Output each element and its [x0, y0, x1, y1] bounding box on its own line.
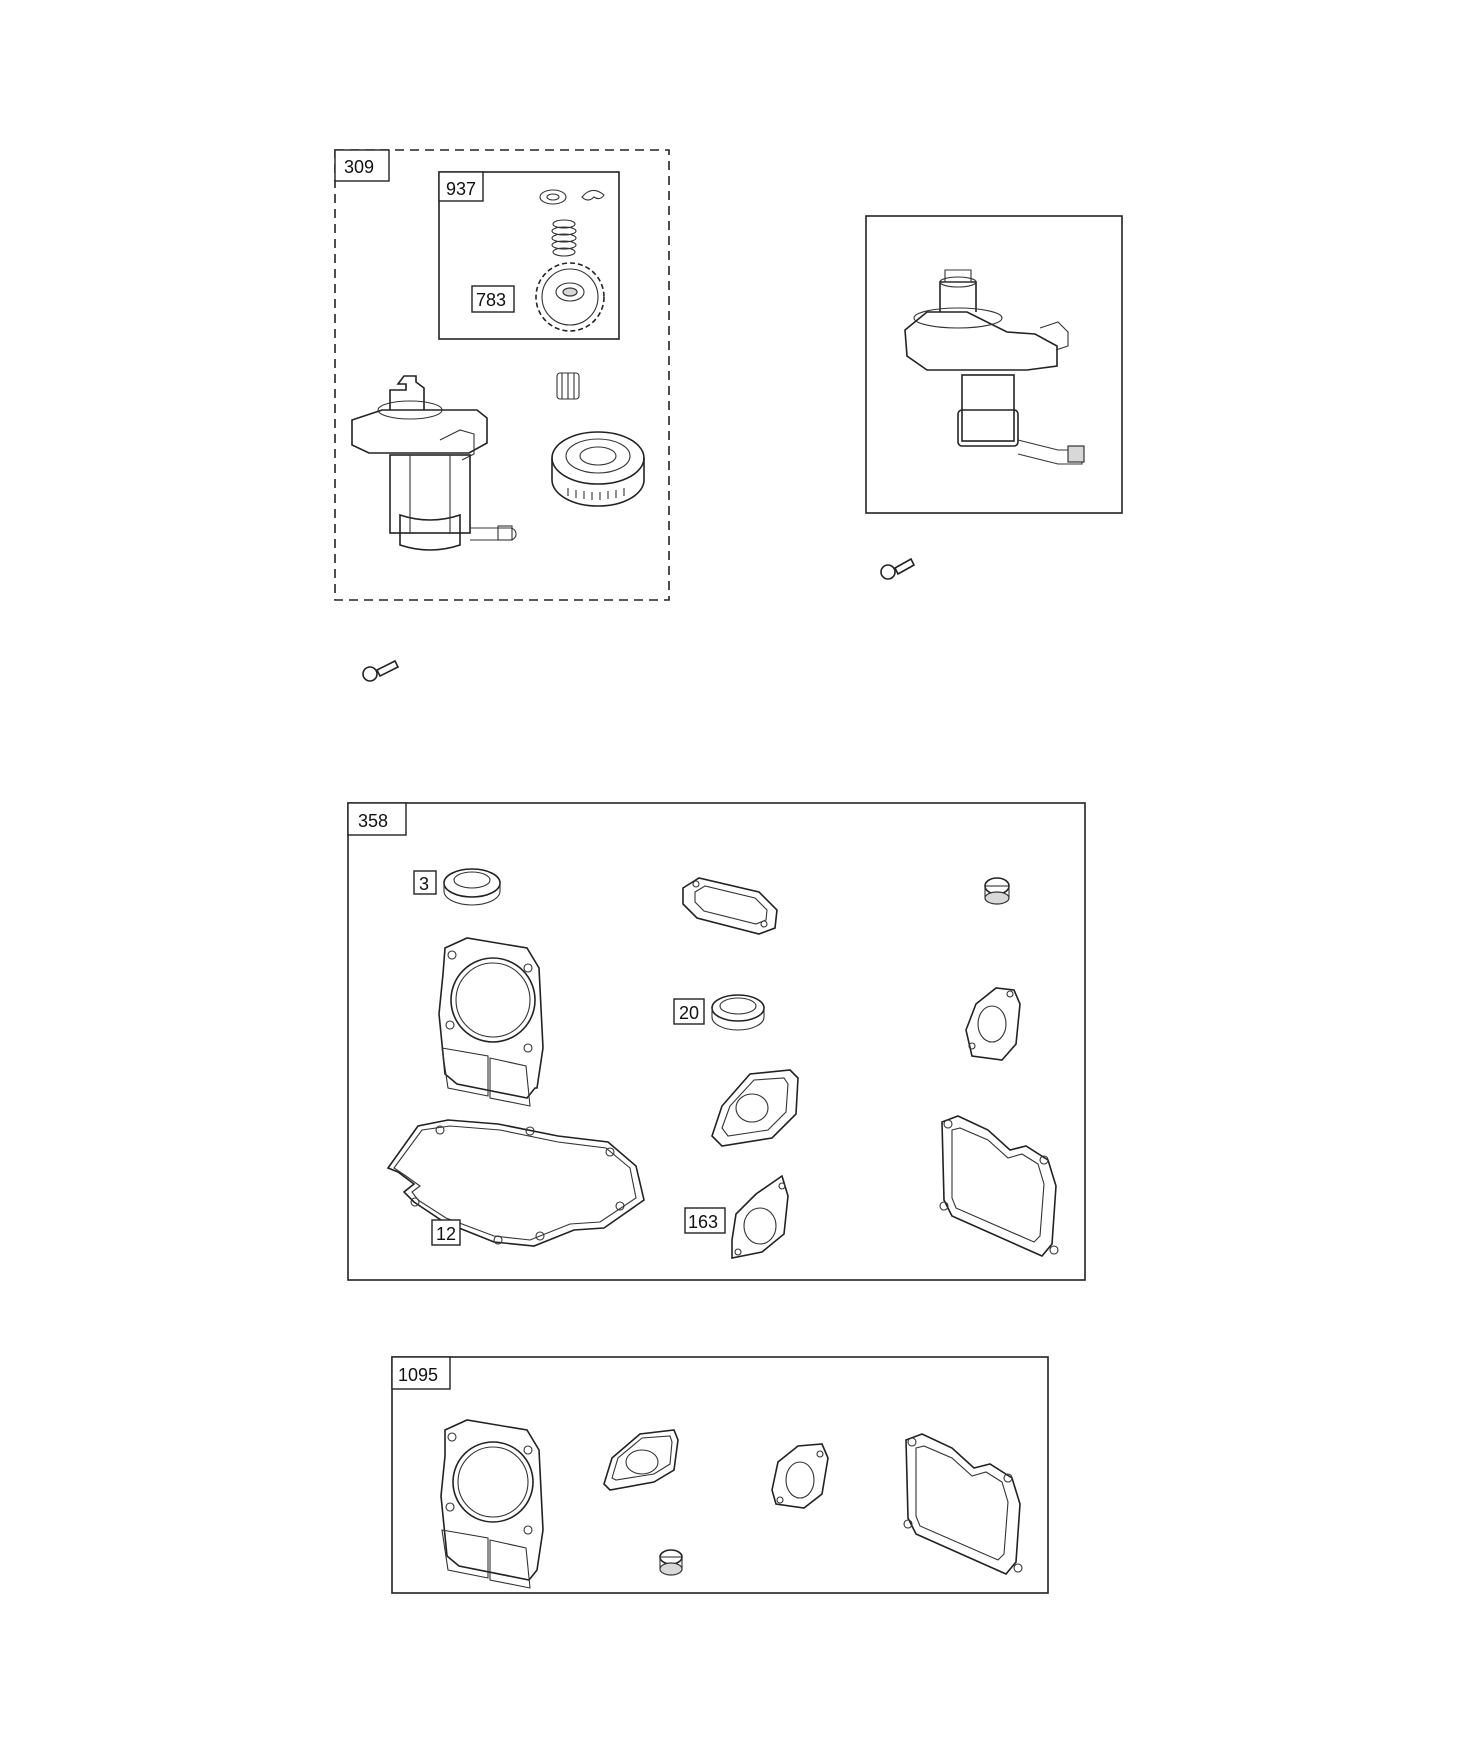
- label-box-3: [413, 870, 437, 895]
- label-box-163: [684, 1207, 726, 1234]
- label-309: 309: [344, 157, 374, 177]
- retainer-clip-icon: [539, 189, 605, 205]
- bolt-icon: [362, 659, 400, 682]
- drive-kit-937[interactable]: 937 783: [438, 171, 620, 340]
- carburetor-gasket-icon: [965, 987, 1021, 1061]
- bolt-icon: [880, 557, 916, 580]
- carburetor-gasket-icon: [771, 1443, 829, 1509]
- starter-motor-assembly[interactable]: [865, 215, 1123, 514]
- intake-gasket-icon: [603, 1429, 679, 1491]
- starter-motor-icon: [351, 375, 517, 551]
- label-163: 163: [688, 1212, 718, 1232]
- spring-icon: [551, 219, 577, 257]
- crankcase-gasket-icon: [386, 1119, 645, 1247]
- label-783: 783: [476, 290, 506, 310]
- label-12: 12: [436, 1224, 456, 1244]
- intake-gasket-icon: [731, 1174, 789, 1259]
- pinion-gear-icon: [535, 262, 605, 332]
- gasket-set-358[interactable]: 358 3: [347, 802, 1086, 1281]
- oil-seal-icon: [443, 868, 501, 906]
- starter-motor-icon: [904, 269, 1085, 465]
- label-box-20: [673, 998, 705, 1025]
- valve-cover-gasket-icon: [903, 1433, 1023, 1575]
- label-358: 358: [358, 811, 388, 831]
- label-20: 20: [679, 1003, 699, 1023]
- oil-seal-icon: [711, 994, 765, 1031]
- label-937: 937: [446, 179, 476, 199]
- label-1095: 1095: [398, 1365, 438, 1385]
- head-gasket-icon: [440, 1419, 544, 1589]
- head-gasket-icon: [438, 937, 544, 1107]
- gasket-set-1095[interactable]: 1095: [391, 1356, 1049, 1594]
- label-box-1095: [391, 1356, 451, 1390]
- valve-cover-gasket-icon: [939, 1115, 1059, 1257]
- intake-gasket-icon: [711, 1069, 799, 1147]
- label-3: 3: [419, 874, 429, 894]
- grommet-icon: [659, 1549, 683, 1576]
- exhaust-gasket-icon: [682, 877, 778, 935]
- starter-kit-309[interactable]: 309 937: [334, 149, 670, 601]
- label-box-358: [347, 802, 407, 836]
- label-box-12: [431, 1219, 461, 1246]
- ring-gear-icon: [551, 431, 645, 507]
- bushing-icon: [556, 372, 580, 400]
- label-box-937: [438, 171, 484, 202]
- label-box-783: [471, 285, 515, 313]
- label-box-309: [334, 149, 390, 182]
- grommet-icon: [984, 877, 1010, 905]
